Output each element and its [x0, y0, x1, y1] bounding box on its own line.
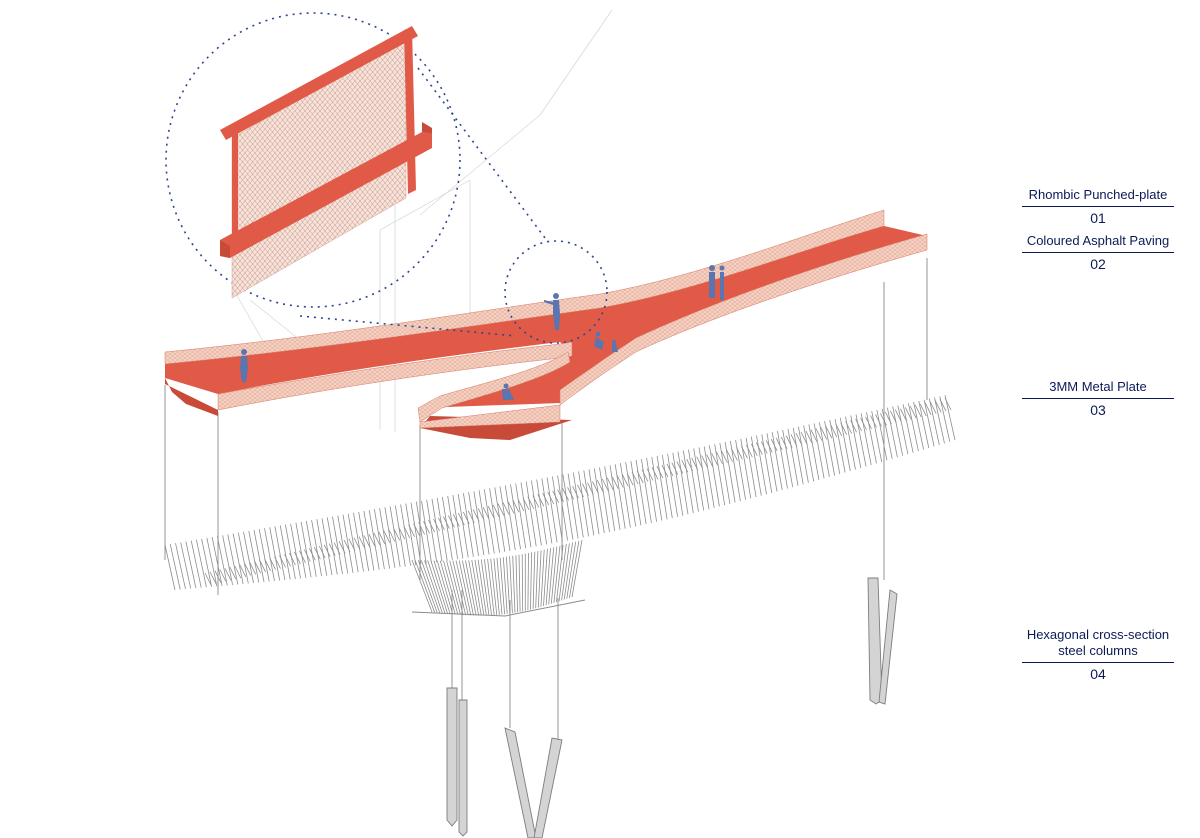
pedestrian-figure-icon	[502, 383, 514, 400]
coloured-asphalt-surface	[165, 226, 927, 408]
pedestrian-figure-icon	[612, 340, 618, 352]
rhombic-punched-plate-right	[559, 233, 928, 406]
legend-number: 01	[1090, 210, 1106, 226]
rhombic-punched-plate-left	[217, 341, 573, 411]
rhombic-punched-plate-back	[164, 209, 885, 365]
railing-detail-icon	[220, 26, 432, 299]
steel-columns	[446, 577, 898, 838]
legend-rule	[1022, 206, 1174, 207]
legend-title: 3MM Metal Plate	[1049, 379, 1147, 394]
rhombic-punched-plate-inner	[417, 351, 571, 423]
pedestrian-figure-icon	[240, 349, 248, 382]
pedestrian-figure-icon	[544, 293, 560, 330]
legend-title: Rhombic Punched-plate	[1028, 187, 1168, 202]
legend-number: 02	[1090, 256, 1106, 272]
metal-plate-lattice	[164, 395, 956, 617]
support-cables	[164, 258, 928, 740]
legend-item-03: 3MM Metal Plate 03	[1022, 379, 1174, 418]
pedestrian-figure-icon	[709, 265, 715, 298]
legend-item-04: Hexagonal cross-section steel columns 04	[1022, 627, 1174, 682]
deck-underside-left	[165, 378, 218, 416]
pedestrian-figure-icon	[594, 331, 604, 350]
legend-title: Coloured Asphalt Paving	[1026, 233, 1170, 248]
legend-item-01: Rhombic Punched-plate 01	[1022, 187, 1174, 226]
bridge-deck	[164, 209, 928, 440]
legend-rule	[1022, 662, 1174, 663]
legend-item-02: Coloured Asphalt Paving 02	[1022, 233, 1174, 272]
railing-detail-callout	[165, 12, 608, 344]
legend-rule	[1022, 252, 1174, 253]
legend-rule	[1022, 398, 1174, 399]
pedestrian-figures	[240, 265, 725, 400]
legend-title: Hexagonal cross-section steel columns	[1026, 627, 1170, 658]
pedestrian-figure-icon	[719, 265, 725, 300]
legend-number: 03	[1090, 402, 1106, 418]
legend-number: 04	[1090, 666, 1106, 682]
